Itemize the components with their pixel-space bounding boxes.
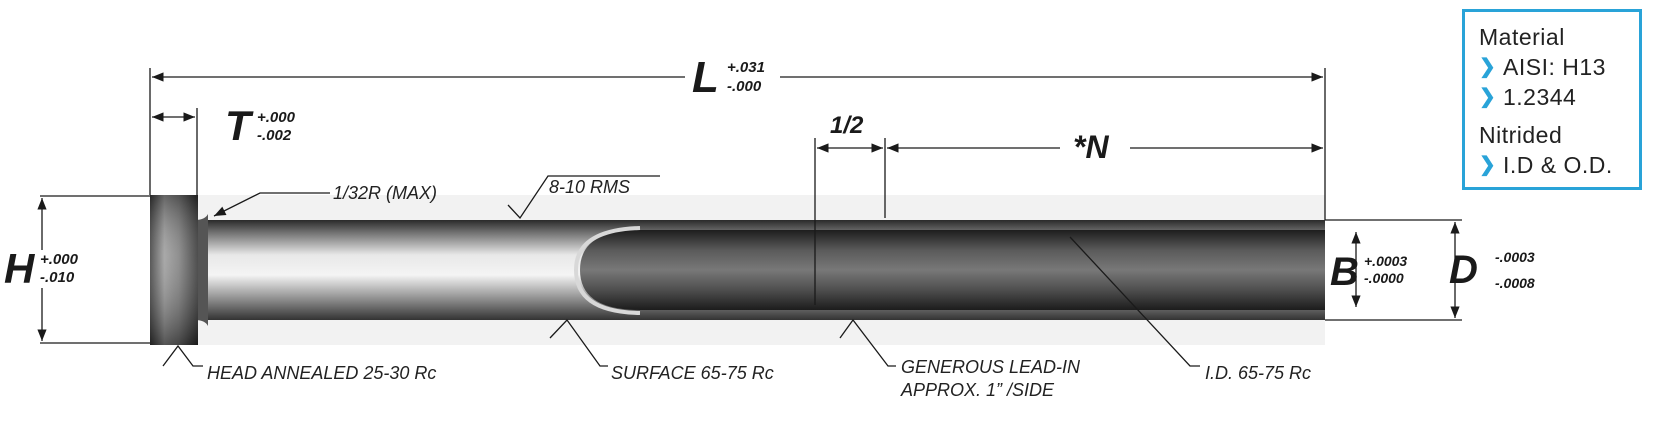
dim-H: H +.000 -.010	[4, 245, 79, 292]
leader-head	[162, 344, 203, 367]
material-item: ❯ 1.2344	[1479, 82, 1639, 112]
nitrided-title: Nitrided	[1479, 122, 1563, 148]
head-fillet	[195, 214, 208, 326]
leader-finish	[507, 175, 660, 220]
nitrided-item: ❯ I.D & O.D.	[1479, 150, 1639, 180]
leader-lines	[162, 175, 1200, 367]
dim-L-letter: L	[692, 53, 719, 102]
chevron-right-icon: ❯	[1479, 86, 1497, 108]
dim-N-label: *N	[1073, 129, 1109, 165]
material-title: Material	[1479, 24, 1565, 50]
material-item-label: 1.2344	[1503, 84, 1577, 110]
callout-radius: 1/32R (MAX)	[333, 183, 437, 203]
sleeve-head-shade	[150, 195, 198, 345]
dim-B-letter: B	[1330, 250, 1359, 294]
dim-H-letter: H	[4, 245, 36, 292]
callout-leadin-line2: APPROX. 1” /SIDE	[900, 380, 1055, 400]
chevron-right-icon: ❯	[1479, 56, 1497, 78]
dim-H-plus: +.000	[40, 251, 79, 268]
dim-D-plus: -.0003	[1495, 249, 1535, 265]
dim-T-minus: -.002	[257, 127, 292, 144]
material-item-label: AISI: H13	[1503, 54, 1606, 80]
extension-lines	[40, 68, 1462, 344]
dim-T: T +.000 -.002	[225, 102, 296, 149]
dim-B: B +.0003 -.0000	[1330, 250, 1407, 294]
dim-D-letter: D	[1449, 248, 1478, 292]
callout-head: HEAD ANNEALED 25-30 Rc	[207, 363, 436, 383]
leader-id	[1069, 236, 1200, 367]
dim-L-minus: -.000	[727, 78, 762, 95]
chevron-right-icon: ❯	[1479, 154, 1497, 176]
leader-leadin	[839, 318, 896, 367]
callout-leadin-line1: GENEROUS LEAD-IN	[901, 357, 1081, 377]
sleeve-bore	[580, 230, 1325, 310]
callout-finish: 8-10 RMS	[549, 177, 630, 197]
leader-radius	[213, 192, 330, 217]
dim-T-letter: T	[225, 102, 254, 149]
dim-D-minus: -.0008	[1495, 275, 1535, 291]
material-info-box: Material ❯ AISI: H13 ❯ 1.2344 Nitrided ❯…	[1462, 9, 1642, 190]
dim-T-plus: +.000	[257, 109, 296, 126]
dim-B-minus: -.0000	[1364, 270, 1404, 286]
dim-D: D -.0003 -.0008	[1449, 248, 1535, 292]
dim-B-plus: +.0003	[1364, 253, 1407, 269]
dimension-lines	[37, 72, 1460, 341]
callout-id: I.D. 65-75 Rc	[1205, 363, 1311, 383]
bore-rim	[573, 226, 641, 315]
leader-surface	[549, 318, 608, 367]
nitrided-item-label: I.D & O.D.	[1503, 152, 1613, 178]
dim-H-minus: -.010	[40, 269, 75, 286]
dim-L: L +.031 -.000	[692, 53, 765, 102]
callout-surface: SURFACE 65-75 Rc	[611, 363, 774, 383]
dim-L-plus: +.031	[727, 59, 765, 76]
material-item: ❯ AISI: H13	[1479, 52, 1639, 82]
dim-half-label: 1/2	[830, 112, 864, 139]
